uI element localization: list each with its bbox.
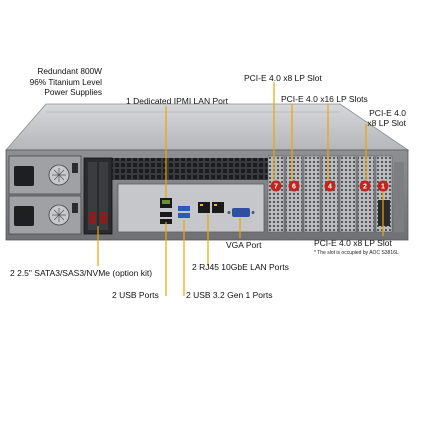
svg-text:2: 2	[363, 184, 367, 191]
pcie-right-label: PCI-E 4.0 x8 LP Slot	[367, 108, 406, 128]
slot-note: * The slot is occupied by AOC S3816L	[314, 250, 399, 256]
slot-badge-2: 2	[359, 180, 371, 192]
callout-lines	[97, 82, 384, 296]
pcie-x8-top-label: PCI-E 4.0 x8 LP Slot	[244, 73, 322, 83]
svg-text:7: 7	[274, 184, 278, 191]
chassis-lid	[5, 103, 410, 151]
vga-port-label: VGA Port	[226, 240, 262, 250]
pcie-slots	[267, 155, 404, 233]
drive-bays-label: 2 2.5" SATA3/SAS3/NVMe (option kit)	[10, 268, 153, 278]
psu-label: Redundant 800W 96% Titanium Level Power …	[29, 66, 102, 98]
power-supplies	[8, 155, 82, 235]
svg-text:6: 6	[292, 184, 296, 191]
slot-badge-6: 6	[288, 180, 300, 192]
pcie-x16-label: PCI-E 4.0 x16 LP Slots	[281, 94, 368, 104]
top-vent	[112, 158, 270, 180]
io-panel	[117, 183, 265, 233]
slot-badge-7: 7	[270, 180, 282, 192]
ipmi-port-label: 1 Dedicated IPMI LAN Port	[126, 96, 229, 106]
rj45-label: 2 RJ45 10GbE LAN Ports	[192, 262, 289, 272]
svg-text:1: 1	[381, 184, 385, 191]
usb3-label: 2 USB 3.2 Gen 1 Ports	[186, 290, 273, 300]
svg-text:4: 4	[328, 184, 332, 191]
slot-badge-1: 1	[377, 180, 389, 192]
pcie-x8-bottom-label: PCI-E 4.0 x8 LP Slot	[314, 238, 392, 248]
slot-badge-4: 4	[324, 180, 336, 192]
usb2-label: 2 USB Ports	[112, 290, 159, 300]
drive-bays	[83, 157, 113, 235]
